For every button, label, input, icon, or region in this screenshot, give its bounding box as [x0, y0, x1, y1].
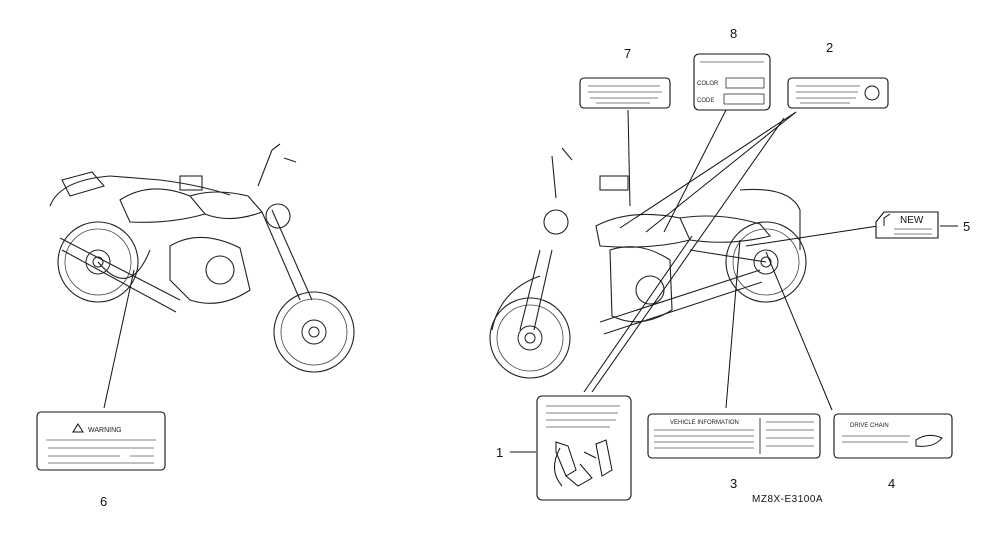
leader-4 — [765, 251, 833, 411]
label-4-drive-chain: DRIVE CHAIN — [833, 413, 953, 459]
headlight-right — [543, 209, 569, 235]
leader-2b — [619, 111, 797, 229]
mirror — [179, 175, 203, 191]
rear-fender-right — [739, 188, 801, 250]
label-5-new: NEW — [875, 211, 939, 239]
leader-8a — [663, 109, 727, 233]
callout-8: 8 — [730, 26, 737, 41]
leader-7 — [627, 109, 631, 207]
leader-lines — [103, 109, 958, 453]
diagram-code: MZ8X-E3100A — [752, 494, 823, 505]
label-3-vehicle-info: VEHICLE INFORMATION — [647, 413, 821, 459]
front-fender — [491, 275, 541, 331]
front-wheel — [273, 291, 355, 373]
swingarm-right — [689, 249, 767, 263]
swingarm — [97, 249, 151, 279]
engine-cover — [205, 255, 235, 285]
callout-5: 5 — [963, 219, 970, 234]
callout-4: 4 — [888, 476, 895, 491]
handlebar-end — [283, 157, 297, 163]
meter-right — [599, 175, 629, 191]
leader-5 — [745, 225, 879, 247]
engine-cover-right — [635, 275, 665, 305]
rear-fender-seat — [49, 175, 231, 207]
label-8-color-code: COLOR CODE — [693, 53, 771, 111]
mirror-stalk — [257, 143, 281, 187]
engine-right — [609, 246, 673, 323]
motorcycle-left-illustration — [49, 143, 355, 373]
front-fork — [261, 209, 313, 301]
motorcycle-right-illustration — [489, 147, 807, 379]
callout-1: 1 — [496, 445, 503, 460]
code-label: CODE — [697, 98, 714, 104]
drive-chain-text: DRIVE CHAIN — [850, 423, 889, 429]
label-1-diagram-label — [536, 395, 632, 501]
label-7 — [579, 77, 671, 109]
fuel-tank — [189, 191, 263, 220]
callout-3: 3 — [730, 476, 737, 491]
warning-triangle-icon — [72, 423, 84, 433]
callout-2: 2 — [826, 40, 833, 55]
engine — [169, 236, 251, 304]
handlebar-right — [551, 147, 573, 199]
info-symbol-icon — [864, 85, 880, 101]
warning-title: WARNING — [88, 427, 122, 434]
leader-1a — [583, 235, 693, 393]
new-tag-text: NEW — [900, 215, 924, 226]
headlight — [265, 203, 291, 229]
seat-right — [679, 215, 771, 243]
callout-7: 7 — [624, 46, 631, 61]
seat — [119, 188, 206, 223]
label-6-warning: WARNING — [36, 411, 166, 471]
exhaust-pipes — [59, 237, 181, 313]
loading-illustration-icon — [554, 439, 613, 487]
leader-2a — [645, 111, 797, 233]
rear-light — [61, 171, 105, 197]
warning-text-lines — [46, 439, 156, 464]
oil-can-icon — [915, 434, 943, 447]
color-label: COLOR — [697, 81, 719, 87]
label-2 — [787, 77, 889, 109]
fuel-tank-right — [595, 213, 691, 248]
front-wheel-right — [489, 297, 571, 379]
front-fork-right — [519, 249, 553, 331]
vehicle-info-title: VEHICLE INFORMATION — [670, 420, 739, 426]
leader-6 — [103, 269, 135, 409]
leader-1b — [591, 117, 785, 393]
leader-3 — [725, 239, 741, 409]
callout-6: 6 — [100, 494, 107, 509]
